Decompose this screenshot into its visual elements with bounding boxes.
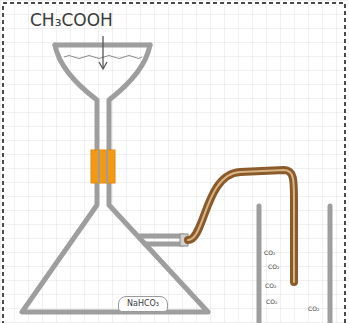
node-text: NaHCO₃	[127, 300, 159, 308]
reagent-pile: NaHCO₃	[118, 296, 168, 312]
gas-label: CO₂	[265, 283, 276, 289]
reagent-label: CH₃COOH	[30, 12, 113, 29]
gas-label: CO₂	[268, 264, 279, 270]
gas-label: CO₂	[266, 299, 277, 305]
gas-label: CO₂	[264, 250, 275, 256]
gas-label: CO₂	[308, 306, 319, 312]
